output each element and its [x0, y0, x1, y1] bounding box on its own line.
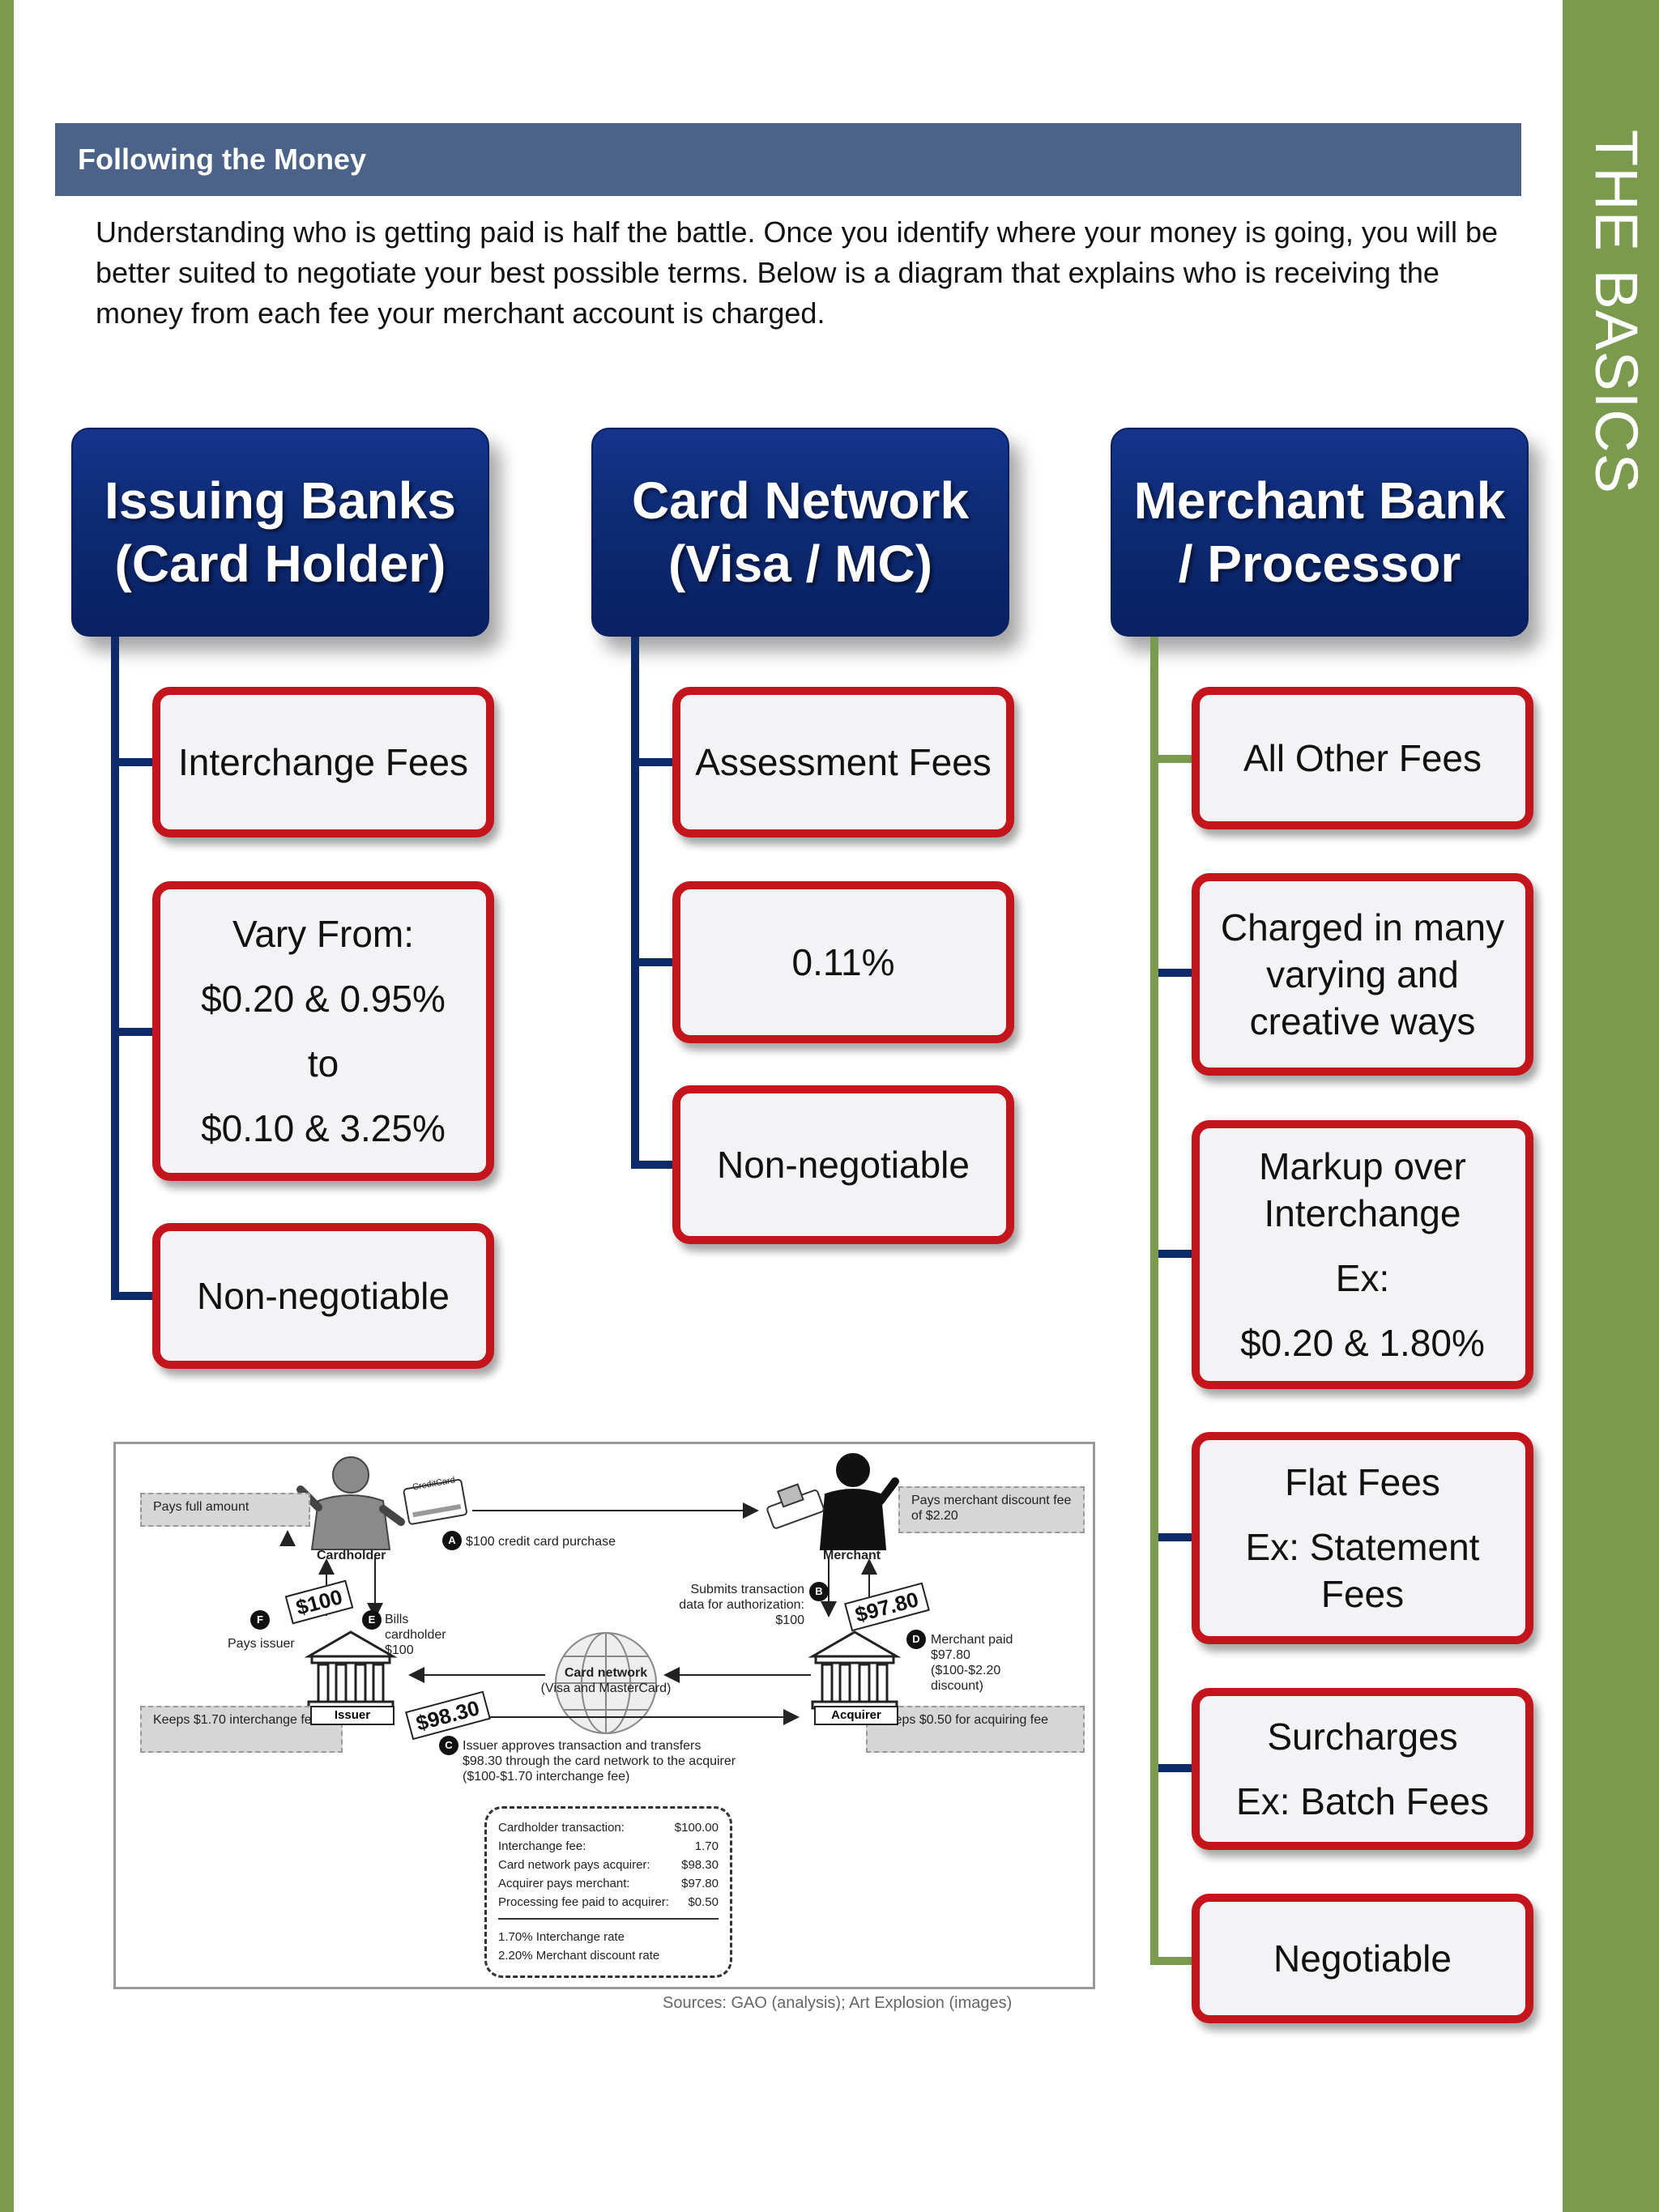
- keeps-interchange-note: Keeps $1.70 interchange fee: [140, 1706, 343, 1753]
- fee-box-flat-fees: Flat Fees Ex: Statement Fees: [1192, 1432, 1533, 1644]
- ledger-row: Cardholder transaction:$100.00: [498, 1821, 719, 1835]
- ledger-rate: 2.20% Merchant discount rate: [498, 1949, 660, 1963]
- pays-discount-note: Pays merchant discount fee of $2.20: [898, 1486, 1085, 1533]
- connector-merchant-2: [1158, 969, 1195, 977]
- connector-network-3: [631, 1161, 676, 1169]
- step-d-text: Merchant paid $97.80 ($100-$2.20 discoun…: [931, 1633, 1013, 1693]
- connector-merchant-5: [1158, 1764, 1195, 1772]
- connector-network-2: [631, 958, 676, 966]
- step-b-marker: B: [809, 1582, 829, 1601]
- section-header: Following the Money: [55, 123, 1521, 196]
- fee-box-assessment-rate: 0.11%: [672, 881, 1014, 1043]
- step-c-text: Issuer approves transaction and transfer…: [463, 1739, 736, 1784]
- acquirer-label: Acquirer: [814, 1706, 898, 1725]
- fee-box-merchant-negotiability: Negotiable: [1192, 1894, 1533, 2023]
- transaction-ledger: Cardholder transaction:$100.00 Interchan…: [484, 1806, 732, 1978]
- ledger-rate: 1.70% Interchange rate: [498, 1930, 625, 1944]
- acquirer-bank-icon: [808, 1630, 902, 1710]
- fee-box-interchange-range: Vary From: $0.20 & 0.95% to $0.10 & 3.25…: [152, 881, 494, 1181]
- connector-merchant-vertical: [1150, 637, 1158, 1965]
- cardholder-figure: [296, 1456, 405, 1550]
- fee-box-interchange: Interchange Fees: [152, 687, 494, 837]
- ledger-divider: [498, 1918, 719, 1920]
- heading-card-network: Card Network (Visa / MC): [591, 428, 1009, 637]
- intro-paragraph: Understanding who is getting paid is hal…: [96, 215, 1498, 330]
- step-b-text: Submits transaction data for authorizati…: [679, 1583, 804, 1627]
- right-accent-bar: [1563, 0, 1659, 2212]
- connector-network-1: [631, 758, 676, 766]
- keeps-acquiring-note: Keeps $0.50 for acquiring fee: [866, 1706, 1085, 1753]
- ledger-row: Acquirer pays merchant:$97.80: [498, 1877, 719, 1890]
- fee-box-network-negotiability: Non-negotiable: [672, 1085, 1014, 1244]
- side-section-title: THE BASICS: [1583, 130, 1650, 494]
- card-terminal-icon: [766, 1483, 825, 1529]
- step-a-marker: A: [442, 1531, 462, 1550]
- step-d-marker: D: [906, 1630, 926, 1649]
- step-a-text: $100 credit card purchase: [466, 1535, 616, 1549]
- step-e-text: Bills cardholder $100: [385, 1613, 446, 1657]
- fee-box-surcharges: Surcharges Ex: Batch Fees: [1192, 1688, 1533, 1850]
- connector-issuing-1: [111, 758, 156, 766]
- issuer-bank-icon: [304, 1630, 398, 1710]
- ledger-row: Card network pays acquirer:$98.30: [498, 1858, 719, 1872]
- fee-box-other-fees: All Other Fees: [1192, 687, 1533, 829]
- cardholder-label: Cardholder: [317, 1549, 386, 1562]
- connector-merchant-6: [1150, 1957, 1195, 1965]
- connector-merchant-3: [1158, 1250, 1195, 1258]
- connector-issuing-vertical: [111, 637, 119, 1300]
- step-f-text: Pays issuer: [228, 1637, 295, 1651]
- step-e-marker: E: [362, 1610, 382, 1630]
- connector-network-vertical: [631, 637, 639, 1169]
- money-flow-diagram: Pays full amount Pays merchant discount …: [113, 1442, 1095, 1989]
- fee-box-markup: Markup over Interchange Ex: $0.20 & 1.80…: [1192, 1120, 1533, 1389]
- money-flow-artwork: [279, 1453, 902, 1734]
- fee-box-issuing-negotiability: Non-negotiable: [152, 1223, 494, 1369]
- merchant-label: Merchant: [823, 1549, 881, 1562]
- connector-issuing-3: [111, 1292, 156, 1300]
- sources-caption: Sources: GAO (analysis); Art Explosion (…: [663, 1994, 1013, 2012]
- credit-card-icon: [403, 1478, 467, 1525]
- ledger-row: Interchange fee:1.70: [498, 1839, 719, 1853]
- connector-issuing-2: [111, 1028, 156, 1036]
- card-network-label: Card network: [564, 1666, 648, 1680]
- pays-full-amount-note: Pays full amount: [140, 1493, 310, 1527]
- left-accent-bar: [0, 0, 14, 2212]
- merchant-figure: [819, 1453, 899, 1550]
- fee-box-assessment: Assessment Fees: [672, 687, 1014, 837]
- step-f-marker: F: [250, 1610, 270, 1630]
- connector-merchant-1: [1150, 755, 1195, 763]
- heading-issuing-banks: Issuing Banks (Card Holder): [71, 428, 489, 637]
- heading-merchant-bank: Merchant Bank / Processor: [1111, 428, 1529, 637]
- issuer-label: Issuer: [310, 1706, 394, 1725]
- fee-box-creative-ways: Charged in many varying and creative way…: [1192, 873, 1533, 1076]
- card-network-sublabel: (Visa and MasterCard): [540, 1681, 672, 1695]
- connector-merchant-4: [1158, 1533, 1195, 1541]
- step-c-marker: C: [439, 1736, 458, 1755]
- ledger-row: Processing fee paid to acquirer:$0.50: [498, 1895, 719, 1909]
- card-network-globe: [555, 1632, 657, 1734]
